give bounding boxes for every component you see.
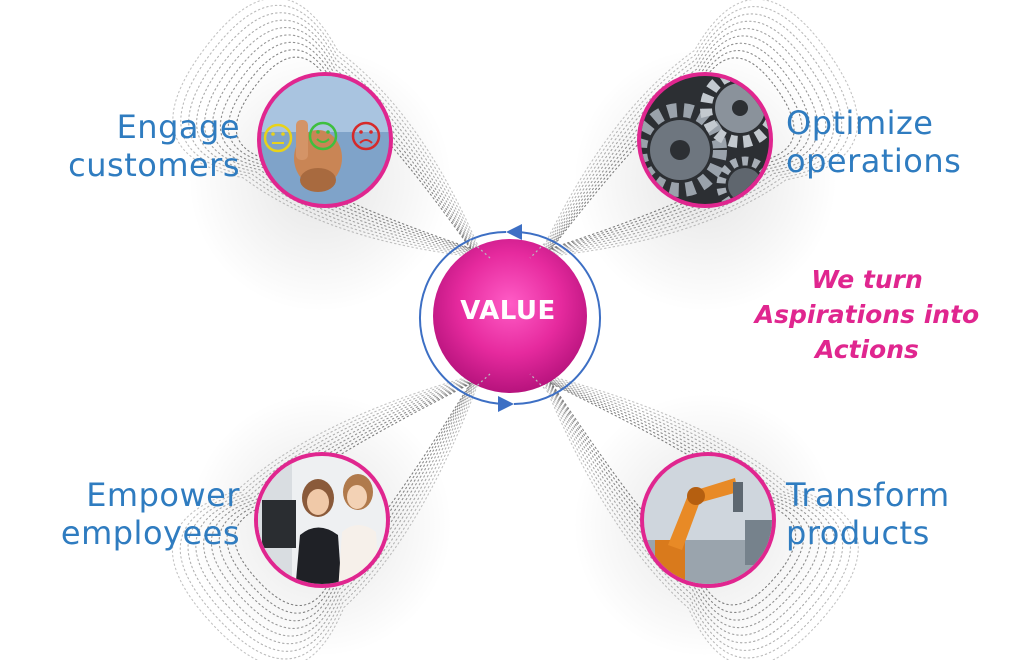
computer-monitor-icon bbox=[262, 500, 296, 548]
transform-products-label: Transform products bbox=[786, 476, 1006, 552]
transform-label-line2: products bbox=[786, 514, 930, 552]
engage-label-line1: Engage bbox=[116, 108, 240, 146]
neutral-face-icon bbox=[263, 123, 293, 153]
tagline-line3: Actions bbox=[815, 335, 919, 364]
optimize-loop bbox=[540, 6, 851, 257]
transform-loop bbox=[539, 372, 859, 660]
empower-employees-label: Empower employees bbox=[30, 476, 240, 552]
optimize-label-line1: Optimize bbox=[786, 104, 934, 142]
engage-customers-label: Engage customers bbox=[30, 108, 240, 184]
robot-arm-icon bbox=[655, 478, 743, 580]
empower-loop bbox=[195, 376, 478, 645]
empower-loop bbox=[187, 375, 480, 652]
happy-face-icon bbox=[308, 121, 338, 151]
engage-loop bbox=[180, 4, 482, 257]
optimize-image bbox=[637, 72, 773, 208]
sad-face-icon bbox=[351, 121, 381, 151]
empower-loop bbox=[234, 383, 471, 606]
gear-icon bbox=[641, 103, 727, 197]
engage-loop bbox=[172, 0, 484, 259]
engage-image bbox=[257, 72, 393, 208]
value-center-disc bbox=[433, 239, 587, 393]
transform-loop bbox=[543, 376, 836, 644]
tagline-line1: We turn bbox=[811, 265, 923, 294]
empower-image bbox=[254, 452, 390, 588]
center-connectors bbox=[469, 239, 549, 393]
optimize-loop bbox=[544, 28, 827, 254]
engage-loop bbox=[219, 41, 474, 251]
transform-label-line1: Transform bbox=[786, 476, 950, 514]
optimize-label-line2: operations bbox=[786, 142, 962, 180]
transform-loop bbox=[540, 374, 851, 659]
center-ring bbox=[419, 224, 601, 412]
value-center-label: VALUE bbox=[460, 296, 556, 326]
empower-label-line2: employees bbox=[60, 514, 240, 552]
empower-label-line1: Empower bbox=[86, 476, 240, 514]
optimize-operations-label: Optimize operations bbox=[786, 104, 1006, 180]
engage-loop bbox=[188, 12, 481, 256]
optimize-loop bbox=[541, 13, 843, 256]
tagline-line2: Aspirations into bbox=[754, 300, 980, 329]
transform-image bbox=[640, 452, 776, 588]
optimize-loop bbox=[538, 0, 859, 258]
transform-loop bbox=[542, 375, 844, 651]
tagline: We turn Aspirations into Actions bbox=[732, 262, 1002, 367]
engage-label-line2: customers bbox=[68, 146, 240, 184]
empower-loop bbox=[179, 373, 481, 660]
